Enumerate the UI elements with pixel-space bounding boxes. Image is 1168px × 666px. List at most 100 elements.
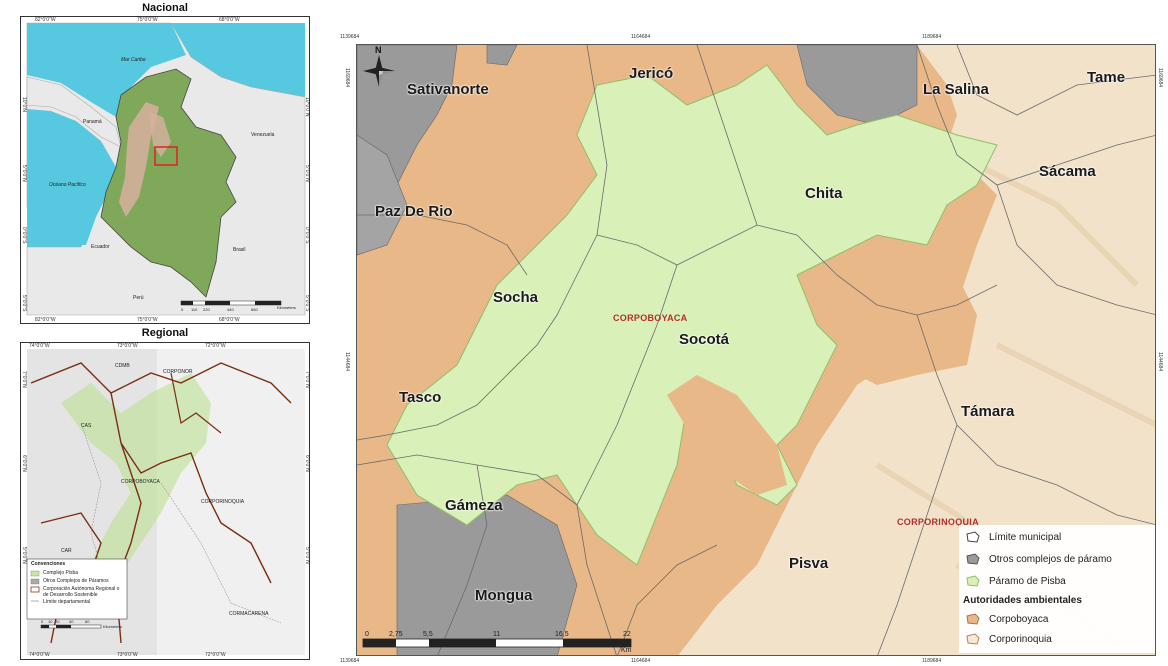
label-corponor: CORPONOR [163, 369, 193, 375]
national-bottom-coord-1: 82°0'0"W [35, 317, 56, 323]
label-cdmb: CDMB [115, 363, 130, 369]
regional-left-coord-3: 5°0'0"N [21, 547, 27, 564]
regional-map-svg [21, 343, 309, 659]
legend-symbol-corpoboyaca [966, 613, 980, 625]
muni-chita: Chita [805, 185, 843, 202]
legend-label-corpoboyaca: Corpoboyaca [989, 613, 1049, 625]
otros-paramos-west [357, 134, 408, 256]
authority-label-corpoboyaca: CORPOBOYACA [613, 313, 688, 323]
main-bottom-coord-1: 1139684 [340, 658, 360, 664]
label-venezuela: Venezuela [251, 132, 275, 138]
label-panama: Panamá [83, 119, 102, 125]
car-boundary-north [30, 362, 292, 404]
regional-right-coord-3: 5°0'0"N [304, 547, 310, 564]
legend-row-otros-complejos: Otros complejos de páramo [965, 553, 1112, 565]
national-map-svg [21, 17, 309, 323]
label-cas: CAS [81, 423, 92, 429]
national-right-coord-3: 0°0'0"S [304, 227, 310, 244]
muni-sacama: Sácama [1039, 163, 1096, 180]
panama-land [26, 76, 122, 148]
label-ecuador: Ecuador [91, 244, 110, 250]
north-arrow [363, 55, 395, 87]
main-scale-1: 2,75 [389, 631, 403, 638]
andes-relief [119, 102, 159, 217]
label-brasil: Brasil [233, 247, 246, 253]
main-scale-2: 5,5 [423, 631, 433, 638]
regional-bottom-coord-3: 72°0'0"W [205, 652, 226, 658]
national-right-coord-1: 10°0'0"N [304, 97, 310, 117]
national-top-coord-1: 82°0'0"W [35, 17, 56, 23]
regional-scale-0: 0 [41, 619, 44, 624]
main-legend: Límite municipal Otros complejos de pára… [959, 525, 1155, 653]
national-scale-3: 440 [227, 307, 234, 312]
regional-right-coord-2: 6°0'0"N [304, 455, 310, 472]
legend-row-corpoboyaca: Corpoboyaca [965, 613, 1048, 625]
regional-scale-2: 20 [55, 619, 60, 624]
muni-tasco: Tasco [399, 389, 442, 406]
muni-tame: Tame [1087, 69, 1126, 86]
regional-legend-item-1: Complejo Pisba [43, 570, 79, 576]
paramo-pisba-area [386, 64, 998, 566]
regional-bottom-coord-2: 73°0'0"W [117, 652, 138, 658]
main-top-coord-1: 1139684 [340, 34, 360, 40]
national-scale-0: 0 [181, 307, 184, 312]
muni-paz-de-rio: Paz De Rio [375, 203, 453, 220]
national-left-coord-4: 5°0'0"S [21, 295, 27, 312]
regional-top-coord-3: 72°0'0"W [205, 343, 226, 349]
regional-left-coord-2: 6°0'0"N [21, 455, 27, 472]
main-top-coord-2: 1164684 [631, 34, 651, 40]
muni-tamara: Támara [961, 403, 1015, 420]
muni-mongua: Mongua [475, 587, 533, 604]
regional-scale-1: 10 [48, 619, 53, 624]
regional-legend-item-4: Límite departamental [43, 599, 90, 605]
regional-top-coord-1: 74°0'0"W [29, 343, 50, 349]
national-left-coord-3: 0°0'0"S [21, 227, 27, 244]
regional-legend-item-2: Otros Complejos de Páramos [43, 578, 109, 584]
national-inset-title: Nacional [142, 2, 188, 14]
regional-legend-item-3: Corporación Autónoma Regional o de Desar… [43, 586, 120, 598]
legend-symbol-otros-complejos [966, 553, 980, 565]
regional-scale-4: 60 [85, 619, 90, 624]
regional-right-coord-1: 7°0'0"N [304, 371, 310, 388]
regional-scale-3: 40 [69, 619, 74, 624]
national-top-coord-3: 68°0'0"W [219, 17, 240, 23]
pacific-ocean [27, 109, 116, 245]
main-scale-bar [362, 638, 632, 648]
muni-pisva: Pisva [789, 555, 829, 572]
muni-socha: Socha [493, 289, 539, 306]
label-peru: Perú [133, 295, 144, 301]
muni-jerico: Jericó [629, 65, 674, 82]
label-car: CAR [61, 548, 72, 554]
main-left-coord-2: 1144684 [344, 352, 350, 372]
main-scale-5: 22 [623, 631, 631, 638]
legend-label-otros-complejos: Otros complejos de páramo [989, 553, 1112, 565]
legend-label-paramo-pisba: Páramo de Pisba [989, 575, 1066, 587]
main-map-frame: N Sativanorte Jericó La Salina Tame Sáca… [356, 44, 1156, 656]
caribbean-sea [27, 23, 186, 117]
regional-scale-unit: Kilometers [103, 624, 122, 629]
national-right-coord-4: 5°0'0"S [304, 295, 310, 312]
legend-section-title: Autoridades ambientales [963, 595, 1082, 606]
car-boundary-mid [110, 392, 272, 584]
national-left-coord-1: 10°0'N [21, 97, 27, 112]
muni-sativanorte: Sativanorte [407, 81, 489, 98]
north-label: N [375, 45, 382, 55]
main-bottom-coord-3: 1189684 [922, 658, 942, 664]
label-cormacarena: CORMACARENA [229, 611, 269, 617]
regional-bottom-coord-1: 74°0'0"W [29, 652, 50, 658]
legend-symbol-limite-municipal [966, 531, 980, 543]
label-corpoboyaca-regional: CORPOBOYACA [121, 479, 160, 485]
otros-paramos-south [396, 494, 578, 655]
andes-relief-east [149, 112, 171, 157]
main-top-coord-3: 1189684 [922, 34, 942, 40]
municipal-boundaries [357, 45, 1155, 655]
national-scale-unit: Kilometers [277, 305, 296, 310]
main-right-coord-2: 1144684 [1157, 352, 1163, 372]
authority-label-corporinoquia: CORPORINOQUIA [897, 517, 979, 527]
study-area-box [154, 146, 178, 166]
regional-inset-title: Regional [141, 327, 189, 339]
national-scale-4: 660 [251, 307, 258, 312]
legend-label-corporinoquia: Corporinoquia [989, 633, 1052, 645]
national-bottom-coord-3: 68°0'0"W [219, 317, 240, 323]
legend-row-paramo-pisba: Páramo de Pisba [965, 575, 1066, 587]
